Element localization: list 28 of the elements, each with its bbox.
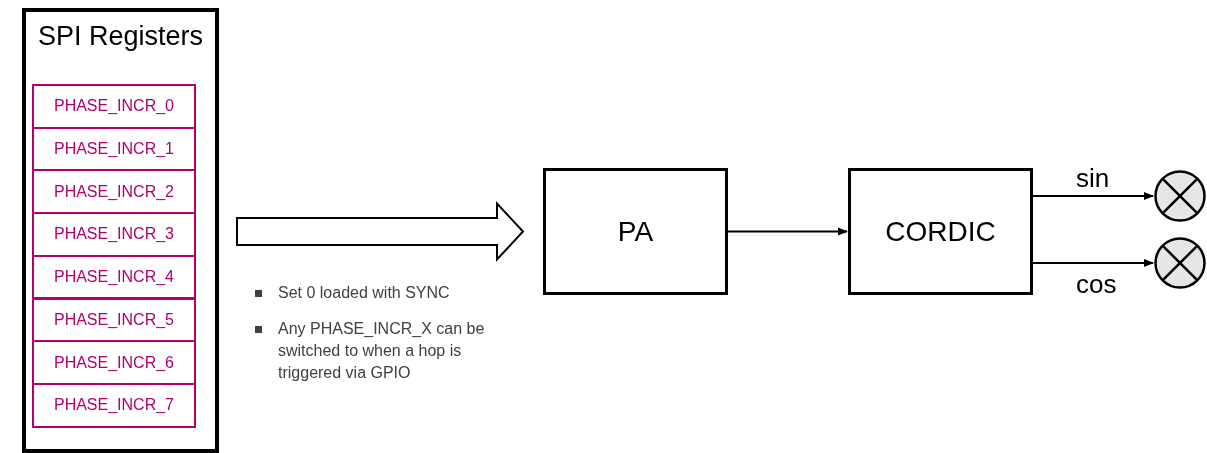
block-label: PA [617,214,654,249]
arrow [727,227,848,236]
register-name: PHASE_INCR_2 [53,181,174,202]
bullet-note: Any PHASE_INCR_X can be switched to when a hop is triggered via GPIO [278,319,486,383]
process-block [543,168,728,295]
register-name: PHASE_INCR_5 [53,309,174,330]
register-box [32,297,196,343]
block-label: CORDIC [885,214,996,249]
block-arrow [236,200,525,263]
bullet-note: Set 0 loaded with SYNC [278,283,450,303]
register-box [32,169,196,215]
arrow [1032,192,1154,200]
register-name: PHASE_INCR_6 [53,352,174,373]
register-name: PHASE_INCR_0 [53,96,174,117]
register-box [32,84,196,129]
register-name: PHASE_INCR_1 [53,139,174,160]
process-block [848,168,1033,295]
register-box [32,382,196,428]
register-name: PHASE_INCR_7 [53,395,174,416]
register-box [32,254,196,300]
register-group-box [22,8,219,453]
register-box [32,126,196,172]
register-box [32,340,196,385]
register-name: PHASE_INCR_4 [53,267,174,288]
arrow [1032,259,1154,267]
register-name: PHASE_INCR_3 [53,224,174,245]
group-title: SPI Registers [36,20,205,53]
register-box [32,212,196,257]
